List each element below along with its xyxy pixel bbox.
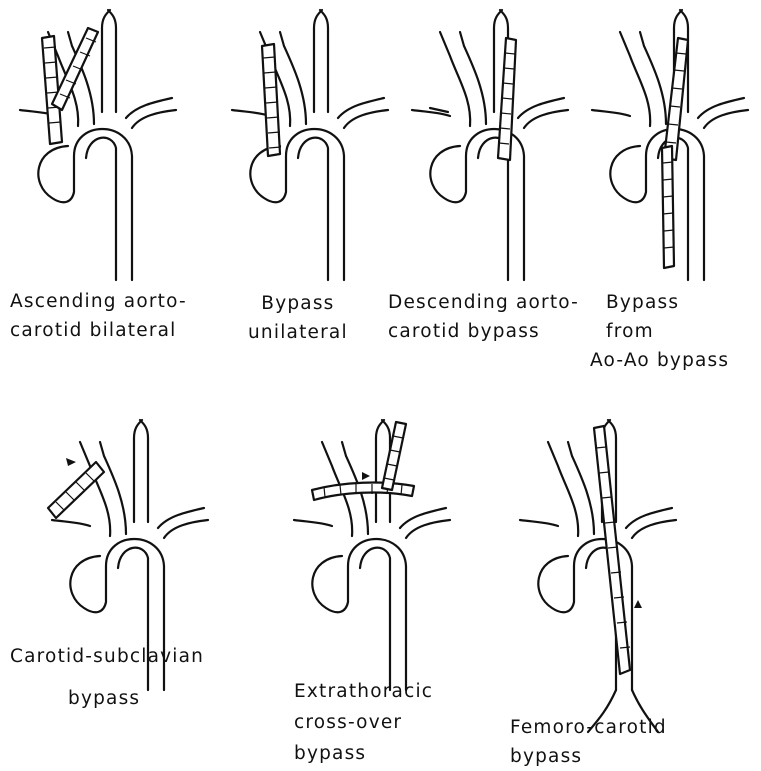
caption-line: cross-over bbox=[294, 707, 433, 738]
caption-extrathoracic-cross-over-bypass: Extrathoracic cross-over bypass bbox=[294, 676, 433, 769]
diagram-extrathoracic-cross-over-bypass bbox=[294, 420, 450, 690]
caption-line: Femoro-carotid bbox=[510, 713, 667, 742]
caption-line: bypass bbox=[10, 678, 204, 720]
caption-line: Descending aorto- bbox=[388, 288, 579, 317]
diagram-bypass-from-ao-ao-bypass bbox=[592, 10, 748, 280]
caption-line: Bypass bbox=[590, 288, 729, 317]
caption-line: from bbox=[590, 317, 729, 346]
caption-descending-aorto-carotid-bypass: Descending aorto- carotid bypass bbox=[388, 288, 579, 346]
diagram-ascending-aorto-carotid-bilateral bbox=[20, 10, 176, 280]
caption-line: Carotid-subclavian bbox=[10, 636, 204, 678]
diagram-descending-aorto-carotid-bypass bbox=[412, 10, 568, 280]
caption-line: Ao-Ao bypass bbox=[590, 346, 729, 375]
caption-ascending-aorto-carotid-bilateral: Ascending aorto- carotid bilateral bbox=[10, 287, 187, 345]
caption-line: carotid bilateral bbox=[10, 316, 187, 345]
caption-line: Extrathoracic bbox=[294, 676, 433, 707]
caption-line: Bypass bbox=[248, 289, 348, 318]
caption-bypass-unilateral: Bypass unilateral bbox=[248, 289, 348, 347]
caption-line: Ascending aorto- bbox=[10, 287, 187, 316]
caption-line: bypass bbox=[510, 742, 667, 771]
caption-line: bypass bbox=[294, 738, 433, 769]
caption-bypass-from-ao-ao-bypass: Bypass from Ao-Ao bypass bbox=[590, 288, 729, 375]
caption-line: carotid bypass bbox=[388, 317, 579, 346]
diagram-femoro-carotid-bypass bbox=[520, 420, 676, 732]
diagram-bypass-unilateral bbox=[232, 10, 388, 280]
caption-carotid-subclavian-bypass: Carotid-subclavian bypass bbox=[10, 636, 204, 720]
caption-femoro-carotid-bypass: Femoro-carotid bypass bbox=[510, 713, 667, 771]
caption-line: unilateral bbox=[248, 318, 348, 347]
